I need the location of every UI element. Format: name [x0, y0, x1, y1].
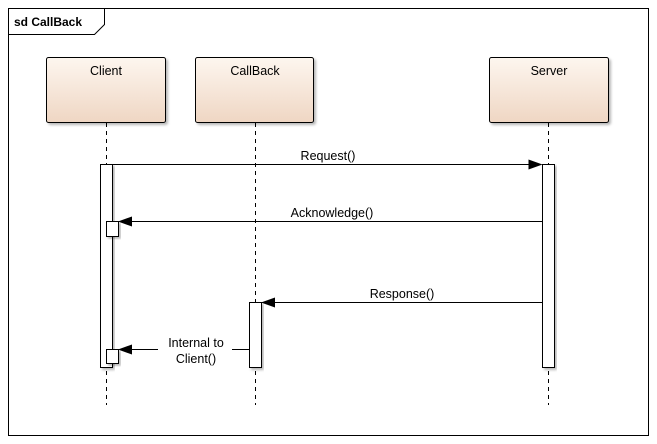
client-nested-activation-1	[106, 221, 119, 237]
client-activation-bar	[100, 164, 113, 368]
internal-label-line1: Internal to	[168, 336, 224, 350]
server-activation-bar	[542, 164, 555, 368]
internal-to-client-message: Internal to Client()	[118, 335, 250, 367]
response-message: Response()	[261, 287, 543, 308]
client-nested-activation-2	[106, 349, 119, 364]
acknowledge-message: Acknowledge()	[118, 206, 543, 227]
callback-lifeline-head: CallBack	[195, 57, 314, 123]
callback-activation-bar	[249, 302, 262, 368]
request-label: Request()	[301, 149, 356, 163]
server-lifeline-head: Server	[489, 57, 609, 123]
server-label: Server	[531, 64, 568, 78]
request-message: Request()	[112, 149, 543, 170]
acknowledge-label: Acknowledge()	[291, 206, 374, 220]
client-lifeline-head: Client	[46, 57, 166, 123]
client-label: Client	[90, 64, 122, 78]
response-label: Response()	[370, 287, 435, 301]
frame-title: sd CallBack	[14, 15, 82, 29]
frame-label-tab	[8, 8, 105, 35]
internal-label-line2: Client()	[176, 352, 216, 366]
callback-label: CallBack	[230, 64, 280, 78]
internal-label-background	[158, 335, 232, 367]
